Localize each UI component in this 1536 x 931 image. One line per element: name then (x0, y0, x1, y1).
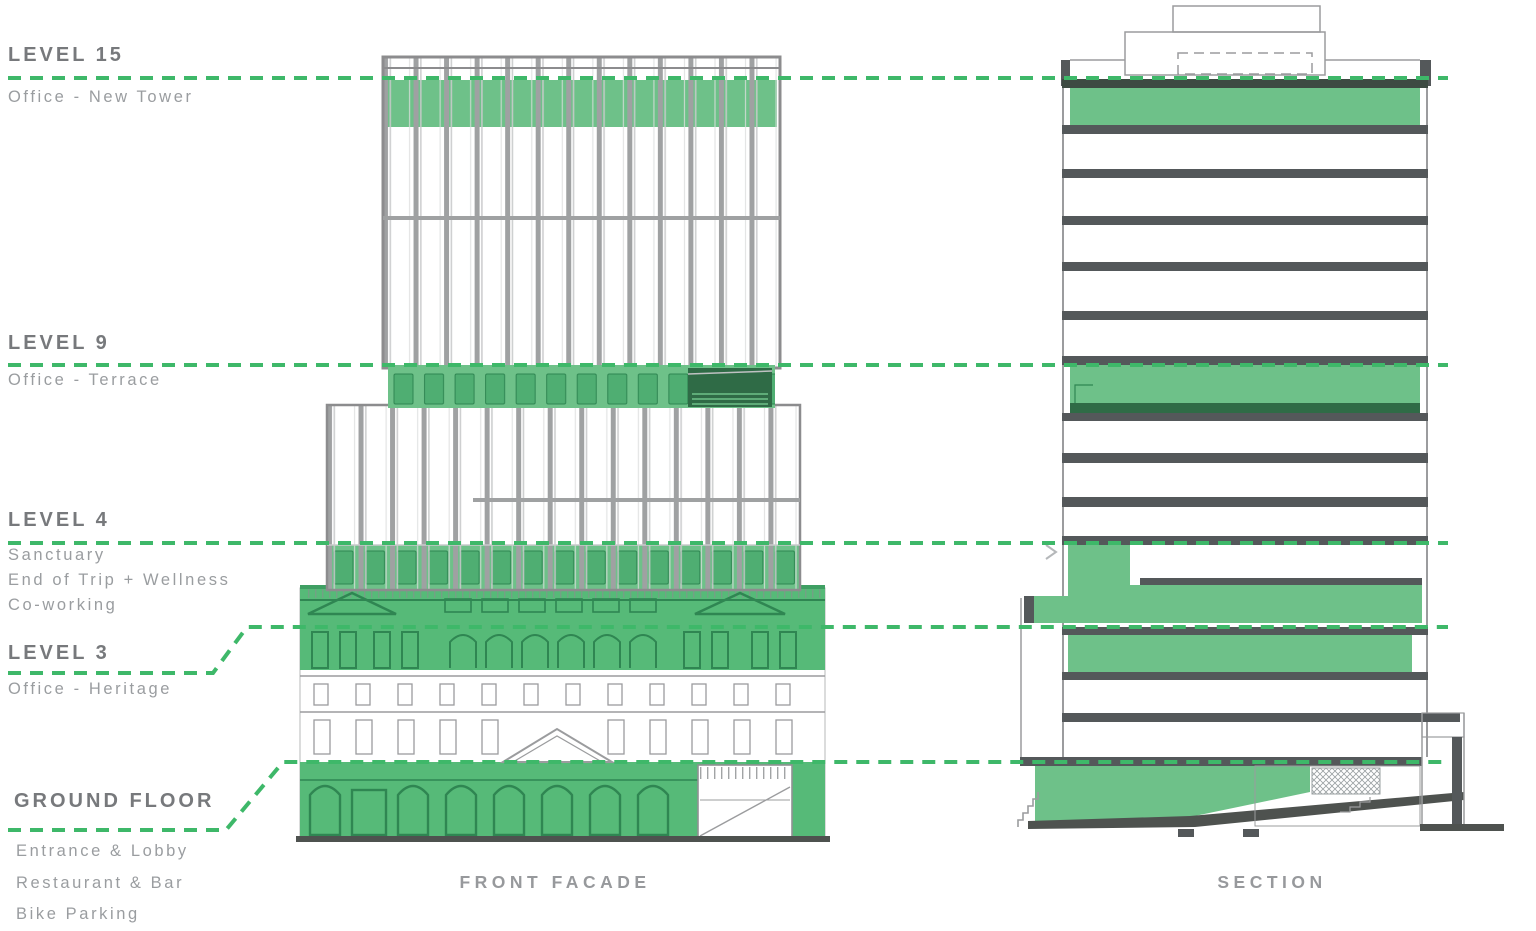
ground-floor-zone (1017, 765, 1464, 837)
new-tower (381, 55, 782, 370)
rooftop-plant (1070, 5, 1420, 76)
ground-floor-sublabel-restaurant: Restaurant & Bar (16, 874, 185, 892)
terrace-structure (687, 368, 773, 407)
level-3-sublabel: Office - Heritage (8, 680, 173, 698)
front-facade-drawing (296, 55, 830, 842)
level-9-terrace-band (388, 365, 775, 408)
level-9-label: LEVEL 9 (8, 332, 110, 354)
right-annex (1420, 712, 1504, 831)
front-facade-caption: FRONT FACADE (459, 872, 651, 892)
level-4-sublabel-coworking: Co-working (8, 596, 118, 614)
section-drawing (1017, 5, 1504, 837)
level-4-label: LEVEL 4 (8, 509, 110, 531)
ground-floor-line (8, 760, 1448, 832)
level-3-line (8, 625, 1448, 675)
section-caption: SECTION (1217, 872, 1327, 892)
heritage-podium (296, 585, 830, 842)
level-15-sublabel: Office - New Tower (8, 88, 194, 106)
level-4-zone (1024, 544, 1422, 623)
driveway-opening (697, 764, 793, 839)
level-4-sublabel-end-of-trip: End of Trip + Wellness (8, 571, 231, 589)
level-15-label: LEVEL 15 (8, 44, 124, 66)
ground-floor-label: GROUND FLOOR (14, 790, 215, 812)
level-leader-lines (8, 76, 1448, 832)
ground-floor-sublabel-bike: Bike Parking (16, 905, 140, 923)
ground-floor-sublabel-entrance: Entrance & Lobby (16, 842, 189, 860)
floor-slabs (1020, 125, 1460, 766)
level-9-sublabel: Office - Terrace (8, 371, 162, 389)
mid-block (325, 403, 802, 592)
level-4-sublabel-sanctuary: Sanctuary (8, 546, 106, 564)
level-3-label: LEVEL 3 (8, 642, 110, 664)
